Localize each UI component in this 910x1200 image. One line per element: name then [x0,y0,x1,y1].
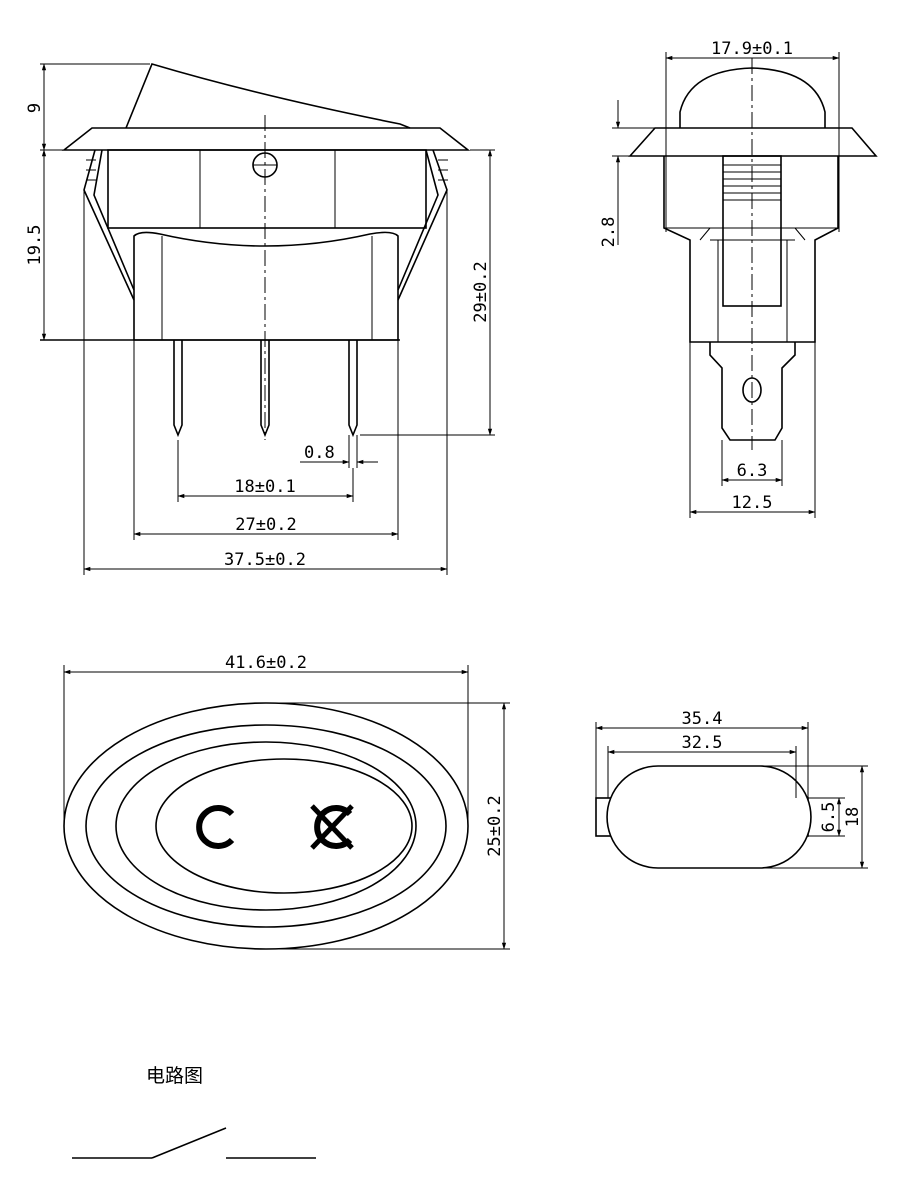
outer-ellipse [63,702,469,950]
bezel-flange [61,127,471,151]
dim-cutout-inner-length: 32.5 [682,733,723,753]
dim-terminal-width: 6.3 [737,461,768,481]
dim-actuator-height: 9 [25,103,45,113]
end-bezel [628,127,878,157]
rocker-ellipse [115,741,417,911]
dim-terminal-thickness: 0.8 [304,443,335,463]
rocker-actuator [125,63,411,129]
end-view: 17.9±0.1 2.8 6.3 12.5 [599,39,878,518]
dim-top-width: 25±0.2 [485,795,505,856]
circuit-diagram: 电路图 [72,1065,316,1159]
circuit-switch-lever [151,1127,227,1159]
dim-body-height: 19.5 [25,225,45,266]
dim-top-length: 41.6±0.2 [225,653,307,673]
top-view: 41.6±0.2 25±0.2 [63,653,510,950]
off-symbol-icon [314,805,353,849]
on-symbol-icon [196,805,235,849]
dim-cutout-outer-length: 35.4 [682,709,723,729]
dim-terminal-pitch: 18±0.1 [234,477,295,497]
dim-bezel-thickness: 2.8 [599,217,619,248]
dim-body-width: 27±0.2 [235,515,296,535]
terminal-center [260,340,270,438]
dim-total-height: 29±0.2 [471,261,491,322]
dim-bezel-width: 37.5±0.2 [224,550,306,570]
snap-clip-right [397,149,448,301]
snap-clip-left [83,149,135,301]
dim-cutout-slot-height: 6.5 [819,802,839,833]
terminal-left [173,340,183,438]
middle-ellipse [85,724,447,928]
inner-ellipse [155,758,413,894]
circuit-label: 电路图 [146,1065,203,1087]
lower-body [133,231,399,341]
cutout-view: 35.4 32.5 6.5 18 [595,709,868,869]
dim-body-depth: 12.5 [732,493,773,513]
dim-cutout-height: 18 [843,807,863,827]
upper-body [107,149,427,229]
side-view: 9 19.5 29±0.2 0.8 18±0.1 27±0.2 37.5±0.2 [25,63,495,575]
dim-dome-width: 17.9±0.1 [711,39,793,59]
terminal-right [348,340,358,438]
cutout-outline [606,765,812,869]
